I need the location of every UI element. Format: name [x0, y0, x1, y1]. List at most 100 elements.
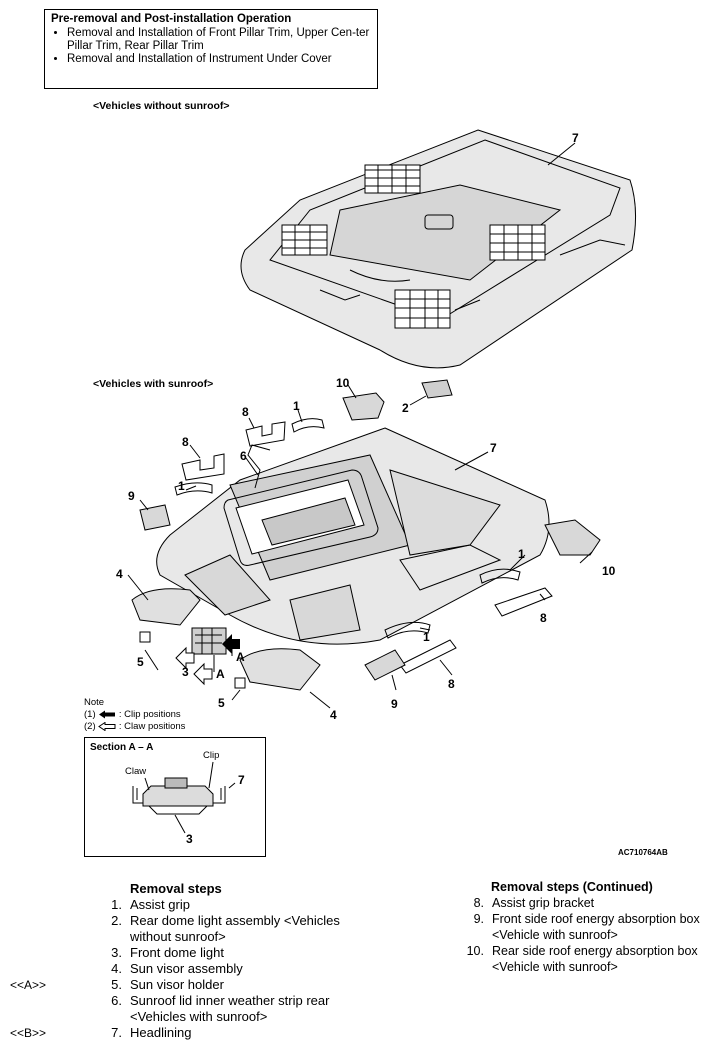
removal-steps-continued-heading: Removal steps (Continued)	[491, 880, 653, 894]
figure-code: AC710764AB	[618, 848, 668, 857]
note-claw-row: (2) : Claw positions	[84, 721, 185, 733]
section-callout-3: 3	[186, 832, 193, 846]
caption-with-sunroof: <Vehicles with sunroof>	[93, 378, 214, 390]
callout-8-top: 8	[242, 405, 249, 419]
assist-grip-bracket-right-1	[494, 587, 553, 617]
pre-removal-item: Removal and Installation of Instrument U…	[67, 53, 371, 66]
step-number: 1.	[111, 897, 122, 912]
rear-dome-light	[421, 379, 453, 399]
note-claw-number: (2)	[84, 721, 96, 732]
callout-7-bottom: 7	[490, 441, 497, 455]
clip-arrow-icon	[99, 710, 116, 719]
step-text: Sunroof lid inner weather strip rear<Veh…	[130, 993, 370, 1025]
claw-arrow-icon	[175, 646, 195, 670]
step-text: Assist grip	[130, 897, 190, 912]
callout-2: 2	[402, 401, 409, 415]
callout-4-left: 4	[116, 567, 123, 581]
energy-box-10-right	[544, 519, 601, 556]
legend-note: Note (1) : Clip positions (2) : Claw pos…	[84, 697, 185, 733]
assist-grip-bracket-right-2	[399, 639, 457, 674]
section-callout-7: 7	[238, 773, 245, 787]
headliner-with-sunroof-drawing	[156, 427, 550, 645]
callout-1-left: 1	[178, 479, 185, 493]
sun-visor-right	[239, 648, 321, 691]
step-text: Rear side roof energy absorption box <Veh…	[492, 943, 718, 975]
step-text-line2: <Vehicle with sunroof>	[492, 960, 618, 974]
step-text: Sun visor holder	[130, 977, 224, 992]
step-number: 8.	[473, 896, 484, 910]
callout-section-a-upper: A	[236, 650, 245, 664]
step-row: 6.Sunroof lid inner weather strip rear<V…	[100, 993, 370, 1025]
step-row: 10. Rear side roof energy absorption box <…	[462, 943, 718, 975]
step-row: 8. Assist grip bracket	[462, 895, 718, 911]
headliner-without-sunroof-drawing	[240, 129, 637, 369]
step-text: Assist grip bracket	[492, 896, 595, 910]
claw-arrow-icon	[98, 721, 116, 732]
callout-9-right: 9	[391, 697, 398, 711]
sun-visor-holder-left	[139, 631, 151, 643]
removal-steps-left: Removal steps 1.Assist grip 2.Rear dome …	[100, 881, 370, 1041]
pre-removal-box: Pre-removal and Post-installation Operat…	[44, 9, 378, 89]
step-text-line1: Front side roof energy absorption box	[492, 912, 700, 926]
step-row: 5. Sun visor holder	[100, 977, 370, 993]
section-title: Section A – A	[90, 742, 154, 753]
clip-arrow-icon	[222, 634, 240, 654]
assist-grip-bracket-top	[245, 421, 286, 447]
step-text: Front dome light	[130, 945, 224, 960]
front-dome-light	[191, 627, 227, 655]
callout-section-a-lower: A	[216, 667, 225, 681]
step-text: Headlining	[130, 1025, 192, 1040]
pre-removal-title: Pre-removal and Post-installation Operat…	[51, 13, 292, 25]
step-text: Sun visor assembly	[130, 961, 243, 976]
assist-grip-left	[174, 482, 213, 496]
step-row: 9. Front side roof energy absorption box <…	[462, 911, 718, 943]
callout-8-right: 8	[540, 611, 547, 625]
section-clip-label: Clip	[203, 750, 219, 761]
note-claw-text: : Claw positions	[118, 721, 186, 732]
energy-box-9-left	[139, 504, 171, 531]
step-text-line1: Rear side roof energy absorption box	[492, 944, 698, 958]
callout-10-top: 10	[336, 376, 350, 390]
note-clip-row: (1) : Clip positions	[84, 709, 185, 721]
service-tag-a: <<A>>	[10, 978, 47, 992]
claw-arrow-icon	[193, 662, 213, 686]
step-number: 7.	[111, 1025, 122, 1040]
step-text-line2: without sunroof>	[130, 929, 226, 944]
step-text-line2: <Vehicles with sunroof>	[130, 1009, 268, 1024]
section-claw-label: Claw	[125, 766, 146, 777]
assist-grip-right-1	[479, 568, 521, 584]
pre-removal-item: Removal and Installation of Front Pillar…	[67, 27, 371, 53]
step-number: 9.	[473, 912, 484, 926]
energy-box-10-top	[342, 392, 385, 421]
step-number: 5.	[111, 977, 122, 992]
step-row: 1. Assist grip	[100, 897, 370, 913]
removal-steps-right: Removal steps (Continued) 8. Assist grip …	[462, 879, 718, 975]
caption-without-sunroof: <Vehicles without sunroof>	[93, 100, 230, 112]
callout-7-top: 7	[572, 131, 579, 145]
step-row: 3.Front dome light	[100, 945, 370, 961]
service-tag-b: <<B>>	[10, 1026, 47, 1040]
callout-1-lower: 1	[423, 630, 430, 644]
assist-grip-bracket-left	[181, 453, 225, 481]
sun-visor-left	[131, 588, 201, 626]
callout-5-left: 5	[137, 655, 144, 669]
step-row: 7. Headlining	[100, 1025, 370, 1041]
callout-6: 6	[240, 449, 247, 463]
step-number: 2.	[111, 913, 122, 928]
step-text-line1: Sunroof lid inner weather strip rear	[130, 993, 330, 1008]
section-a-a-box: Section A – A Claw Clip 7 3	[84, 737, 266, 857]
callout-5-right: 5	[218, 696, 225, 710]
step-number: 10.	[466, 944, 484, 958]
assist-grip-top	[291, 418, 325, 433]
headlining-exploded-diagram: 7 10 2 8 1 8 6 7 1 9 10 4 1 8 1 5 3 A A …	[116, 129, 637, 722]
note-clip-text: : Clip positions	[118, 709, 181, 720]
energy-box-9-right	[364, 649, 406, 681]
step-number: 4.	[111, 961, 122, 976]
step-text-line2: <Vehicle with sunroof>	[492, 928, 618, 942]
step-text: Front side roof energy absorption box <Ve…	[492, 911, 718, 943]
callout-1-top: 1	[293, 399, 300, 413]
note-clip-number: (1)	[84, 709, 96, 720]
callout-8-lower: 8	[448, 677, 455, 691]
